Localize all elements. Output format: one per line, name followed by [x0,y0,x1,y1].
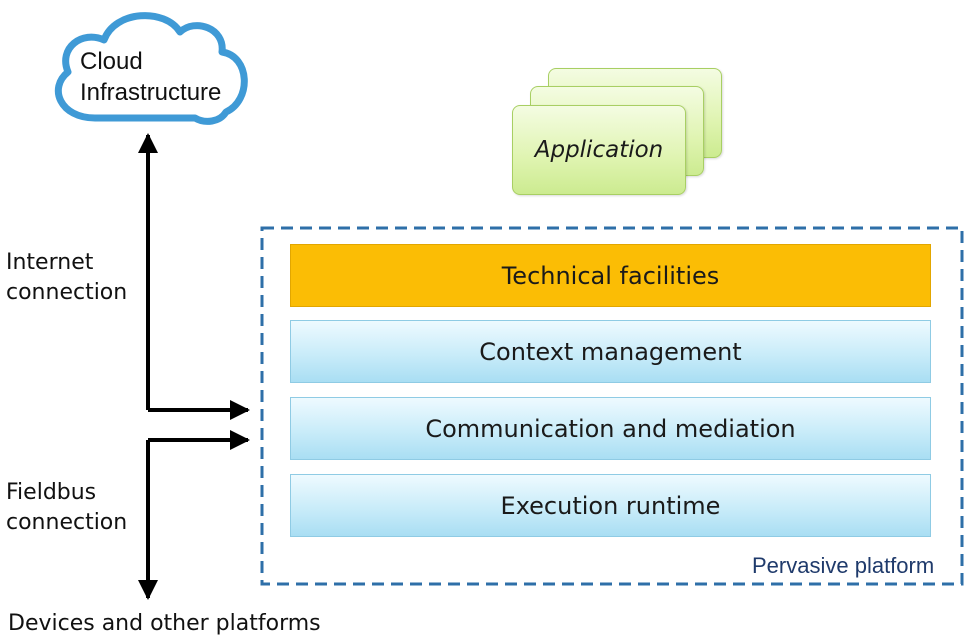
internet-label-line2: connection [6,280,128,305]
layer-execution-runtime-label: Execution runtime [500,491,721,520]
fieldbus-connection-label: Fieldbus connection [6,478,127,538]
fieldbus-label-line1: Fieldbus [6,480,97,505]
cloud-label-line2: Infrastructure [80,79,222,106]
cloud-label-line1: Cloud [80,48,143,75]
pervasive-platform-boundary [260,226,964,586]
layer-communication-mediation-label: Communication and mediation [425,414,796,443]
layer-technical-facilities: Technical facilities [290,244,931,307]
pervasive-platform-label: Pervasive platform [752,553,935,578]
internet-connection-label: Internet connection [6,248,127,308]
layer-context-management: Context management [290,320,931,383]
cloud-icon [54,12,248,125]
layer-execution-runtime: Execution runtime [290,474,931,537]
layer-context-management-label: Context management [479,337,742,366]
fieldbus-label-line2: connection [6,510,128,535]
internet-label-line1: Internet [6,250,94,275]
layer-technical-facilities-label: Technical facilities [501,261,720,290]
cloud-infrastructure-label: Cloud Infrastructure [80,46,250,108]
application-card-front: Application [512,105,686,195]
devices-label: Devices and other platforms [8,611,321,636]
application-label: Application [534,137,664,163]
layer-communication-mediation: Communication and mediation [290,397,931,460]
